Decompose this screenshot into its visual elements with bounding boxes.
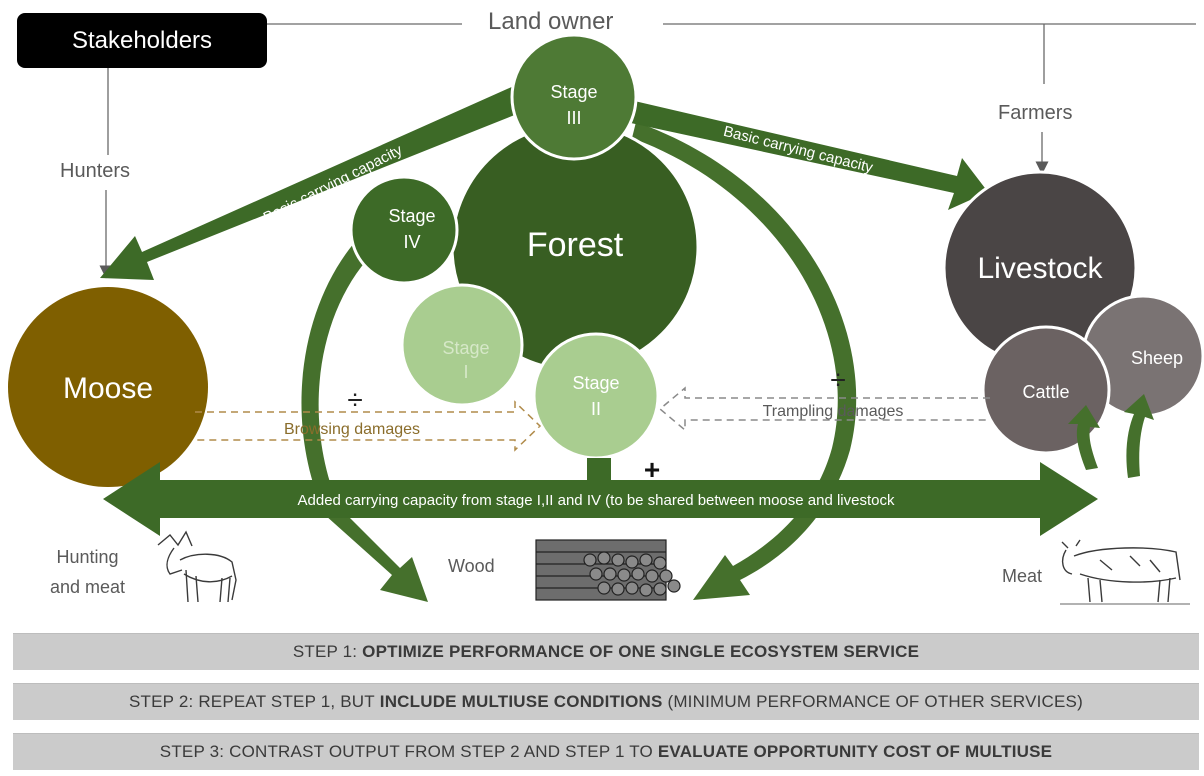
livestock-uptake-arrows xyxy=(1068,394,1154,478)
hunting-label-line1: Hunting xyxy=(56,547,119,567)
stage-4-line1: Stage xyxy=(388,206,435,226)
step-2-bold: INCLUDE MULTIUSE CONDITIONS xyxy=(379,692,663,711)
stage-2-circle xyxy=(532,332,660,460)
stage-3-circle xyxy=(510,33,638,161)
added-capacity-stem xyxy=(587,458,611,482)
added-capacity-label: Added carrying capacity from stage I,II … xyxy=(298,492,895,509)
cattle-label: Cattle xyxy=(1022,382,1069,402)
stage-4-circle xyxy=(349,175,459,285)
step-3-bar: STEP 3: CONTRAST OUTPUT FROM STEP 2 AND … xyxy=(13,733,1199,770)
step-3-prefix: STEP 3: CONTRAST OUTPUT FROM STEP 2 AND … xyxy=(159,742,653,761)
moose-label: Moose xyxy=(63,372,153,405)
moose-circle xyxy=(8,287,208,487)
step-2-tail: (MINIMUM PERFORMANCE OF OTHER SERVICES) xyxy=(667,692,1083,711)
step-1-prefix: STEP 1: xyxy=(292,642,358,661)
cow-sketch-icon xyxy=(1060,539,1190,605)
stage-1-circle xyxy=(400,283,524,407)
hunting-label-line2: and meat xyxy=(50,577,126,597)
sheep-label: Sheep xyxy=(1131,348,1183,368)
divide-symbol-right: ÷ xyxy=(830,364,845,395)
step-2-bar: STEP 2: REPEAT STEP 1, BUT INCLUDE MULTI… xyxy=(13,683,1199,720)
added-capacity-arrow xyxy=(103,462,1098,536)
wood-label: Wood xyxy=(448,556,495,576)
stage-1-line2: I xyxy=(463,362,468,382)
trampling-damages-label: Trampling damages xyxy=(763,403,904,420)
basic-capacity-arrows xyxy=(100,85,988,280)
hunting-meat-label: Hunting and meat xyxy=(50,542,125,602)
stage-4-line2: IV xyxy=(403,232,420,252)
browsing-damages-arrow xyxy=(195,400,542,452)
stage-3-line1: Stage xyxy=(550,82,597,102)
step-3-bold: EVALUATE OPPORTUNITY COST OF MULTIUSE xyxy=(657,742,1053,761)
stakeholder-lines xyxy=(99,23,1196,279)
stage-3-line2: III xyxy=(566,108,581,128)
stage-1-line1: Stage xyxy=(442,338,489,358)
forest-label: Forest xyxy=(527,226,624,264)
stage-2-line1: Stage xyxy=(572,373,619,393)
plus-symbol: + xyxy=(644,454,660,485)
trampling-damages-arrow xyxy=(658,386,990,432)
land-owner-label: Land owner xyxy=(488,8,614,35)
step-1-bold: OPTIMIZE PERFORMANCE OF ONE SINGLE ECOSY… xyxy=(362,642,920,661)
browsing-damages-label: Browsing damages xyxy=(284,421,420,438)
divide-symbol-left: ÷ xyxy=(347,384,362,415)
stage-2-line2: II xyxy=(591,399,601,419)
meat-label: Meat xyxy=(1002,566,1043,586)
stakeholders-box: Stakeholders xyxy=(17,13,267,68)
livestock-label: Livestock xyxy=(977,252,1103,285)
farmers-label: Farmers xyxy=(998,102,1073,124)
step-2-prefix: STEP 2: REPEAT STEP 1, BUT xyxy=(129,692,375,711)
hunters-label: Hunters xyxy=(60,160,131,182)
wood-logs-icon xyxy=(535,539,681,601)
basic-capacity-right-label: Basic carrying capacity xyxy=(722,123,875,177)
moose-sketch-icon xyxy=(157,530,237,603)
step-1-bar: STEP 1: OPTIMIZE PERFORMANCE OF ONE SING… xyxy=(13,633,1199,670)
